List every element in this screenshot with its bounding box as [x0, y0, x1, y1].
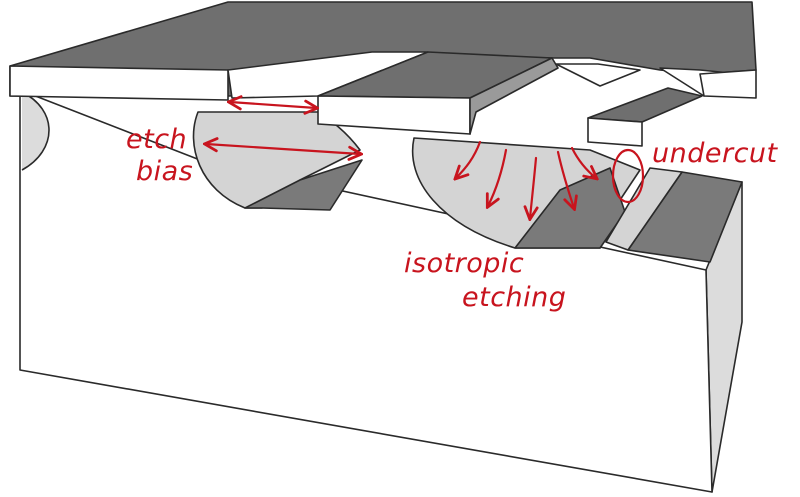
- undercut-circle: [611, 148, 645, 204]
- isotropic-label-line2: etching: [462, 282, 566, 313]
- isotropic-arrow-5: [570, 146, 596, 178]
- substrate-front-face: [19, 89, 713, 493]
- mask-slot-right-1: [555, 63, 641, 87]
- mask-middle-side: [469, 57, 559, 135]
- isotropic-label-line1: isotropic: [404, 248, 524, 279]
- mask-narrow-front: [587, 117, 643, 147]
- etch-bias-arrow-bottom: [206, 144, 360, 154]
- etch-bias-label-line1: etch: [126, 124, 187, 155]
- isotropic-arrow-2: [488, 148, 508, 206]
- cavity-left-floor: [244, 159, 363, 211]
- substrate-left-notch: [21, 91, 50, 171]
- mask-layer: [9, 1, 757, 147]
- annotations: etch bias isotropic etching undercut: [126, 102, 779, 313]
- isotropic-arrow-4: [556, 150, 574, 208]
- undercut-label: undercut: [652, 138, 779, 169]
- mask-right-front: [699, 69, 757, 99]
- etch-bias-label-line2: bias: [136, 156, 193, 187]
- isotropic-arrow-3: [530, 156, 536, 218]
- isotropic-arrow-1: [456, 140, 482, 178]
- mask-narrow-top: [587, 87, 703, 123]
- etch-bias-arrow-top: [230, 102, 316, 108]
- mask-left-front: [9, 65, 229, 101]
- substrate-block: [19, 89, 743, 493]
- cavity-right-trench-wall: [605, 167, 683, 251]
